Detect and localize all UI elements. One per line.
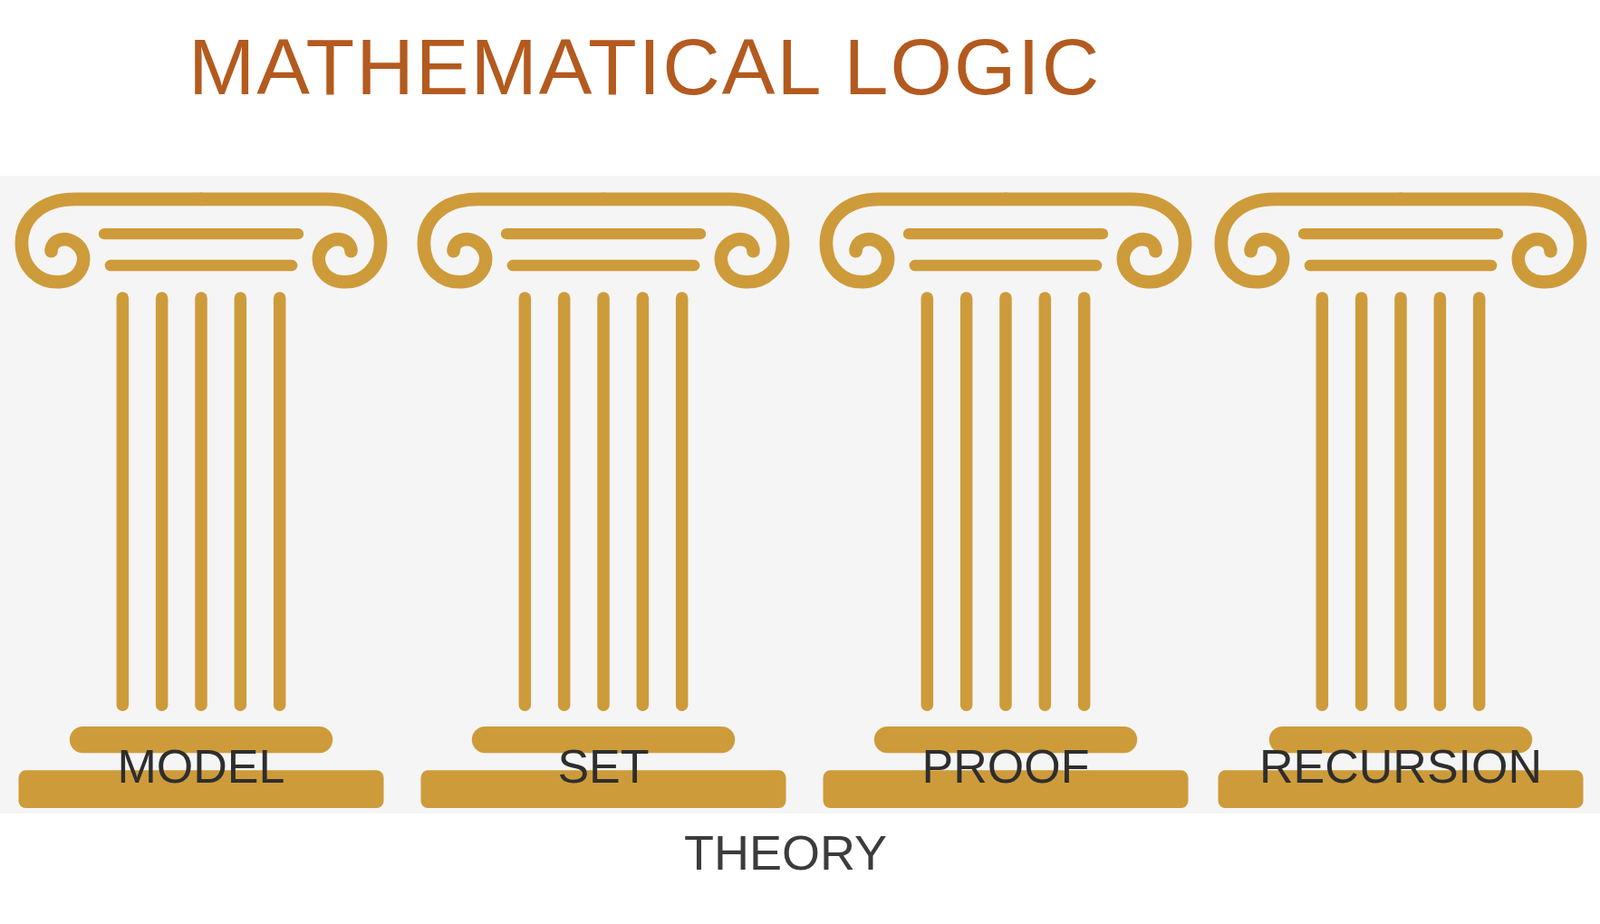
ionic-pillar: RECURSION (1214, 192, 1588, 809)
shaft-flute (273, 298, 287, 705)
shaft-flute (1316, 298, 1330, 705)
shaft-flute (519, 298, 532, 705)
capital-bar (1310, 260, 1492, 271)
shaft-flute (1078, 298, 1091, 705)
capital-bar (104, 228, 299, 240)
capital-bar (110, 260, 292, 271)
shaft-flute (675, 298, 689, 705)
diagram-title: MATHEMATICAL LOGIC (188, 23, 1101, 112)
pillar-label: PROOF (922, 741, 1090, 793)
shaft-flute (558, 298, 571, 705)
grey-band (0, 175, 1600, 814)
capital-bar (915, 260, 1097, 271)
column-drawing (1214, 192, 1588, 809)
pillar-label: SET (557, 741, 649, 793)
capital-bar (506, 228, 701, 240)
caption-word: THEORY (684, 826, 887, 880)
shaft-flute (234, 298, 248, 705)
shaft-flute (1473, 298, 1486, 705)
column-drawing (416, 192, 791, 809)
shaft-flute (999, 298, 1013, 705)
capital-bar (512, 260, 694, 271)
shaft-flute (921, 298, 935, 705)
ionic-pillar: SET (416, 192, 791, 809)
ionic-pillar: MODEL (14, 192, 388, 809)
capital-bar (1303, 228, 1498, 240)
shaft-flute (155, 298, 169, 705)
shaft-flute (960, 298, 974, 705)
shaft-flute (1394, 298, 1408, 705)
shaft-flute (1355, 298, 1369, 705)
label-holder: SET (416, 726, 791, 809)
shaft-flute (1039, 298, 1052, 705)
label-holder: MODEL (14, 726, 388, 809)
capital-bar (908, 228, 1103, 240)
shaft-flute (636, 298, 650, 705)
shaft-flute (597, 298, 610, 705)
shaft-flute (194, 298, 208, 705)
pillar-label: MODEL (117, 741, 286, 793)
shaft-flute (1434, 298, 1447, 705)
label-holder: RECURSION (1214, 726, 1588, 809)
shaft-flute (116, 298, 130, 705)
ionic-pillar: PROOF (819, 192, 1193, 809)
pillar-label: RECURSION (1259, 741, 1543, 793)
column-drawing (819, 192, 1193, 809)
label-holder: PROOF (819, 726, 1193, 809)
column-drawing (14, 192, 388, 809)
